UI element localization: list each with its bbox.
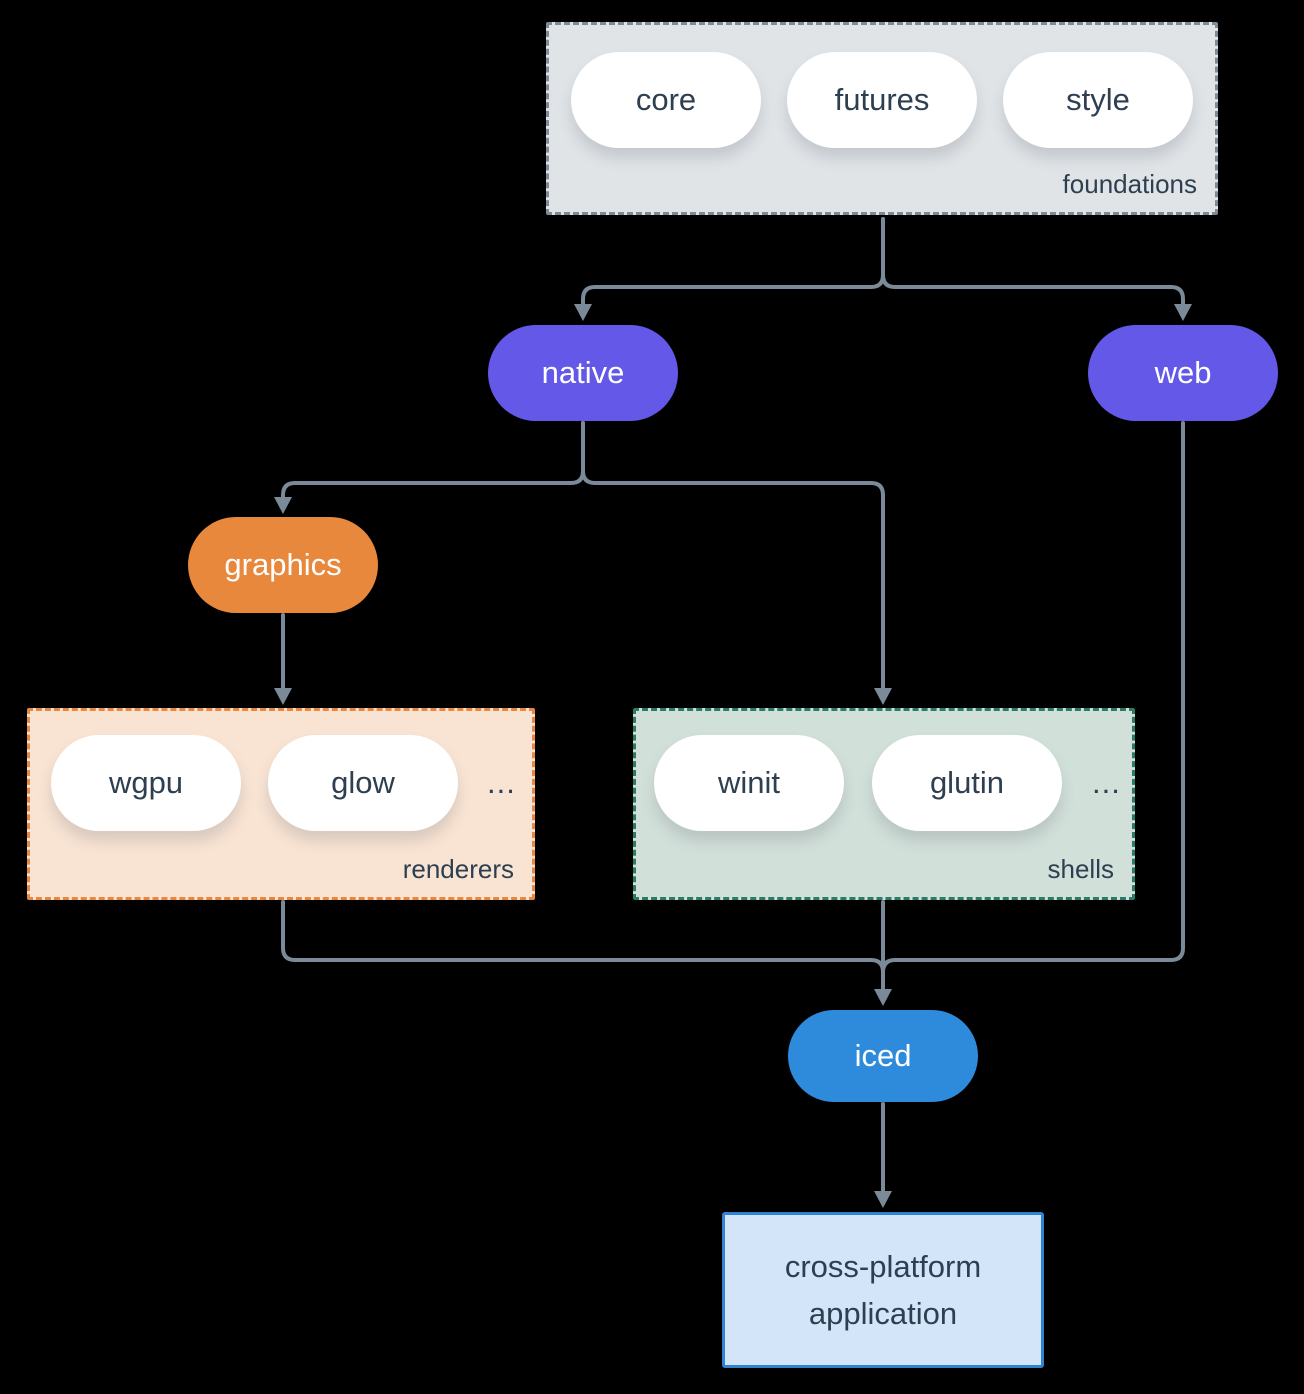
edge-foundations-to-web	[881, 217, 1185, 308]
shells-pill-row: winit glutin ...	[636, 711, 1132, 831]
arrowhead-shells	[874, 688, 892, 705]
group-renderers: wgpu glow ... renderers	[27, 708, 535, 900]
group-foundations-label: foundations	[1062, 169, 1197, 199]
node-graphics: graphics	[188, 517, 378, 613]
renderers-ellipsis: ...	[487, 765, 516, 800]
edge-native-to-shells	[581, 421, 885, 690]
group-renderers-label: renderers	[402, 854, 514, 884]
arrowhead-renderers	[274, 688, 292, 705]
group-shells: winit glutin ... shells	[633, 708, 1135, 900]
shells-ellipsis: ...	[1092, 765, 1121, 800]
node-style: style	[1003, 52, 1193, 148]
node-cross-platform-application: cross-platform application	[722, 1212, 1044, 1368]
arrowhead-application	[874, 1191, 892, 1208]
node-web: web	[1088, 325, 1278, 421]
foundations-pill-row: core futures style	[549, 25, 1215, 148]
node-futures: futures	[787, 52, 977, 148]
group-shells-label: shells	[1047, 854, 1114, 884]
node-native: native	[488, 325, 678, 421]
node-winit: winit	[654, 735, 844, 831]
arrowhead-native	[574, 304, 592, 321]
application-label-line2: application	[808, 1296, 958, 1331]
node-wgpu: wgpu	[51, 735, 241, 831]
node-core: core	[571, 52, 761, 148]
edge-foundations-to-native	[581, 217, 885, 308]
node-glow: glow	[268, 735, 458, 831]
arrowhead-web	[1174, 304, 1192, 321]
arrowhead-iced	[874, 989, 892, 1006]
node-iced: iced	[788, 1010, 978, 1102]
node-glutin: glutin	[872, 735, 1062, 831]
application-label-line1: cross-platform	[784, 1249, 982, 1284]
arrowhead-graphics	[274, 497, 292, 514]
edge-renderers-to-iced	[281, 900, 885, 974]
edge-native-to-graphics	[281, 421, 585, 500]
renderers-pill-row: wgpu glow ...	[30, 711, 532, 831]
group-foundations: core futures style foundations	[546, 22, 1218, 215]
